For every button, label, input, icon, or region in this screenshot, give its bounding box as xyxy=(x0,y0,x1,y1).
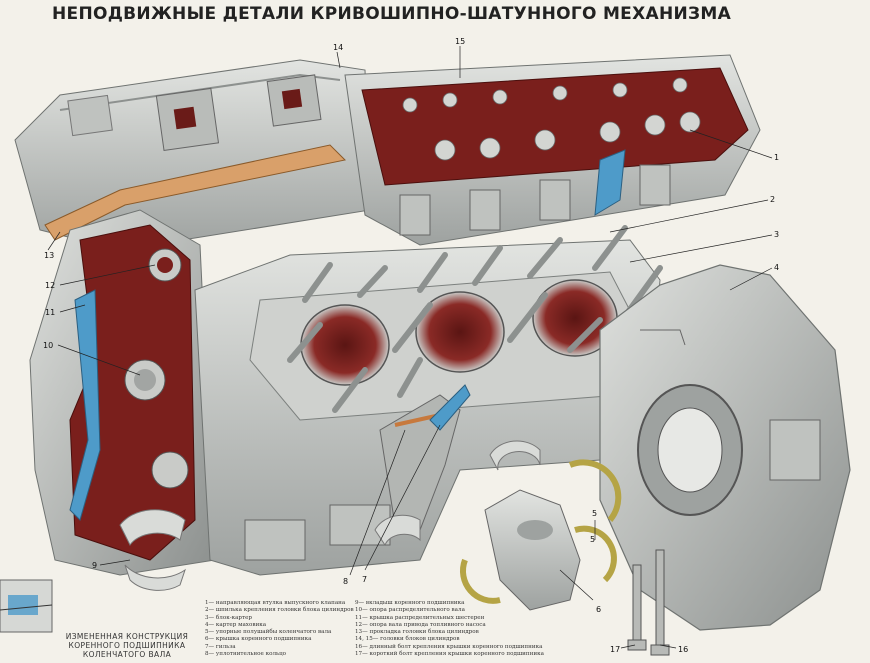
inset-caption: ИЗМЕНЕННАЯ КОНСТРУКЦИЯ КОРЕННОГО ПОДШИПН… xyxy=(52,632,202,659)
callout-13: 13 xyxy=(44,251,54,260)
main-bearing-cap xyxy=(484,489,581,611)
legend-item: 3— блок-картер xyxy=(205,614,253,621)
callout-5: 5 xyxy=(592,509,597,518)
callout-6: 6 xyxy=(596,605,601,614)
legend-item: 5— упорные полушайбы коленчатого вала xyxy=(205,629,332,636)
callout-leaders xyxy=(47,46,773,649)
cylinder-head-right xyxy=(344,54,761,246)
legend-item: 4— картер маховика xyxy=(205,621,267,628)
legend-item: 13— прокладка головки блока цилиндров xyxy=(355,629,479,636)
callout-16: 16 xyxy=(678,645,688,654)
callout-11: 11 xyxy=(45,308,55,317)
callout-3: 3 xyxy=(774,230,779,239)
legend-item: 2— шпилька крепления головки блока цилин… xyxy=(205,607,354,614)
legend-item: 16— длинный болт крепления крышки коренн… xyxy=(355,643,543,650)
callout-7: 7 xyxy=(362,575,367,584)
inset-caption-line: ИЗМЕНЕННАЯ КОНСТРУКЦИЯ xyxy=(65,632,189,641)
cylinder-head-left xyxy=(14,59,371,251)
legend-item: 9— вкладыш коренного подшипника xyxy=(355,600,465,606)
callout-10: 10 xyxy=(43,341,53,350)
callout-8: 8 xyxy=(343,577,348,586)
callout-12: 12 xyxy=(45,281,55,290)
legend-item: 11— крышка распределительных шестерен xyxy=(355,614,485,621)
timing-gear-cover xyxy=(29,209,216,576)
callout-15: 15 xyxy=(455,37,465,46)
thrust-half-washers xyxy=(460,459,622,604)
legend-item: 14, 15— головки блоков цилиндров xyxy=(355,636,460,643)
main-bearing-shells xyxy=(119,440,541,591)
callout-1: 1 xyxy=(774,153,779,162)
callout-17: 17 xyxy=(610,645,620,654)
callout-4: 4 xyxy=(774,263,779,272)
inset-caption-line: КОЛЕНЧАТОГО ВАЛА xyxy=(82,650,172,659)
legend-item: 10— опора распределительного вала xyxy=(355,607,465,614)
legend-item: 8— уплотнительное кольцо xyxy=(205,651,287,658)
poster-title: НЕПОДВИЖНЫЕ ДЕТАЛИ КРИВОШИПНО-ШАТУННОГО … xyxy=(52,4,732,24)
callout-2: 2 xyxy=(770,195,775,204)
legend-item: 7— гильза xyxy=(205,643,236,650)
callout-9: 9 xyxy=(92,561,97,570)
legend-left: 1— направляющая втулка выпускного клапан… xyxy=(205,600,354,658)
flywheel-housing xyxy=(599,264,851,631)
legend-item: 1— направляющая втулка выпускного клапан… xyxy=(205,600,346,606)
legend-right: 9— вкладыш коренного подшипника 10— опор… xyxy=(355,600,544,658)
inset-drawing xyxy=(0,579,53,633)
legend-item: 12— опора вала привода топливного насоса xyxy=(355,621,486,628)
legend-item: 17— короткий болт крепления крышки корен… xyxy=(355,651,544,658)
callout-14: 14 xyxy=(333,43,343,52)
legend-item: 6— крышка коренного подшипника xyxy=(205,636,312,643)
inset-caption-line: КОРЕННОГО ПОДШИПНИКА xyxy=(68,641,186,650)
callout-5b: 5 xyxy=(590,535,595,544)
block-crankcase xyxy=(194,225,663,576)
